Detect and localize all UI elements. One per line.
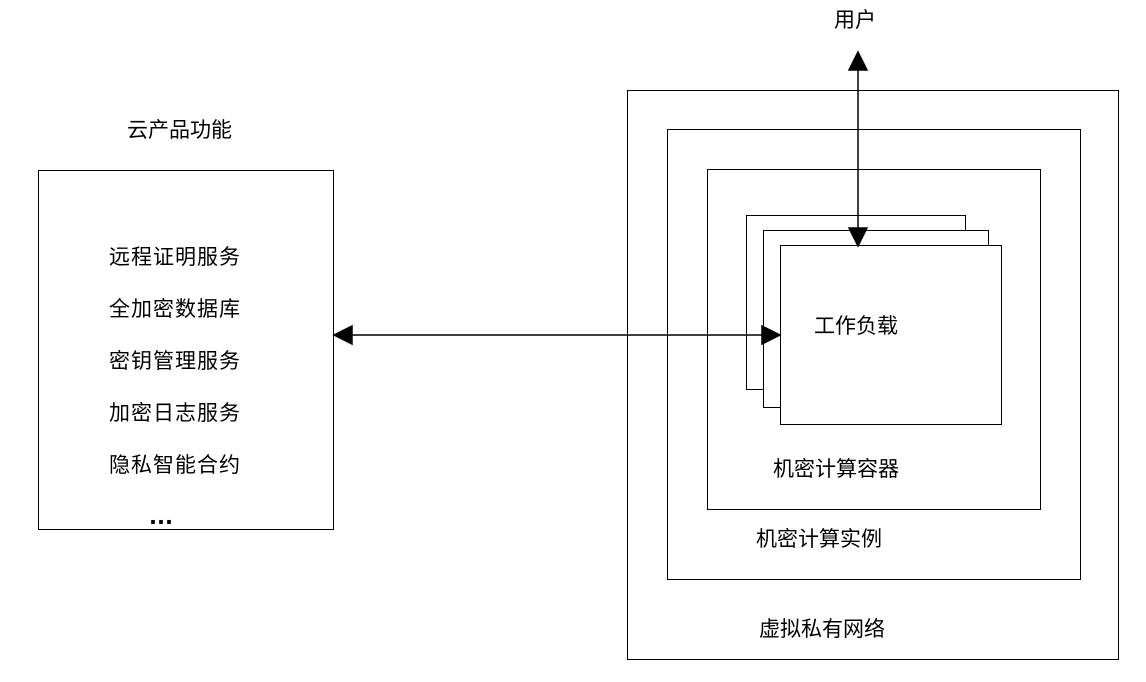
workload-card-front xyxy=(780,245,1002,425)
instance-label: 机密计算实例 xyxy=(756,527,882,551)
arrowhead-down xyxy=(847,227,869,248)
cloud-function-item: 密钥管理服务 xyxy=(109,349,241,373)
user-label: 用户 xyxy=(834,8,876,32)
arrowhead-up xyxy=(847,50,869,71)
cloud-function-list: 远程证明服务 全加密数据库 密钥管理服务 加密日志服务 隐私智能合约 ... xyxy=(109,247,241,559)
vpc-label: 虚拟私有网络 xyxy=(759,617,885,641)
workload-label: 工作负载 xyxy=(814,314,898,338)
cloud-function-item: 隐私智能合约 xyxy=(109,453,241,477)
arrowhead-right xyxy=(761,324,782,346)
arrowhead-left xyxy=(332,324,353,346)
container-label: 机密计算容器 xyxy=(773,457,899,481)
cloud-function-item: 全加密数据库 xyxy=(109,297,241,321)
ellipsis: ... xyxy=(149,505,173,529)
cloud-title: 云产品功能 xyxy=(127,118,232,142)
cloud-function-item: 加密日志服务 xyxy=(109,401,241,425)
cloud-functions-box: 远程证明服务 全加密数据库 密钥管理服务 加密日志服务 隐私智能合约 ... xyxy=(38,170,334,530)
cloud-function-item: 远程证明服务 xyxy=(109,245,241,269)
